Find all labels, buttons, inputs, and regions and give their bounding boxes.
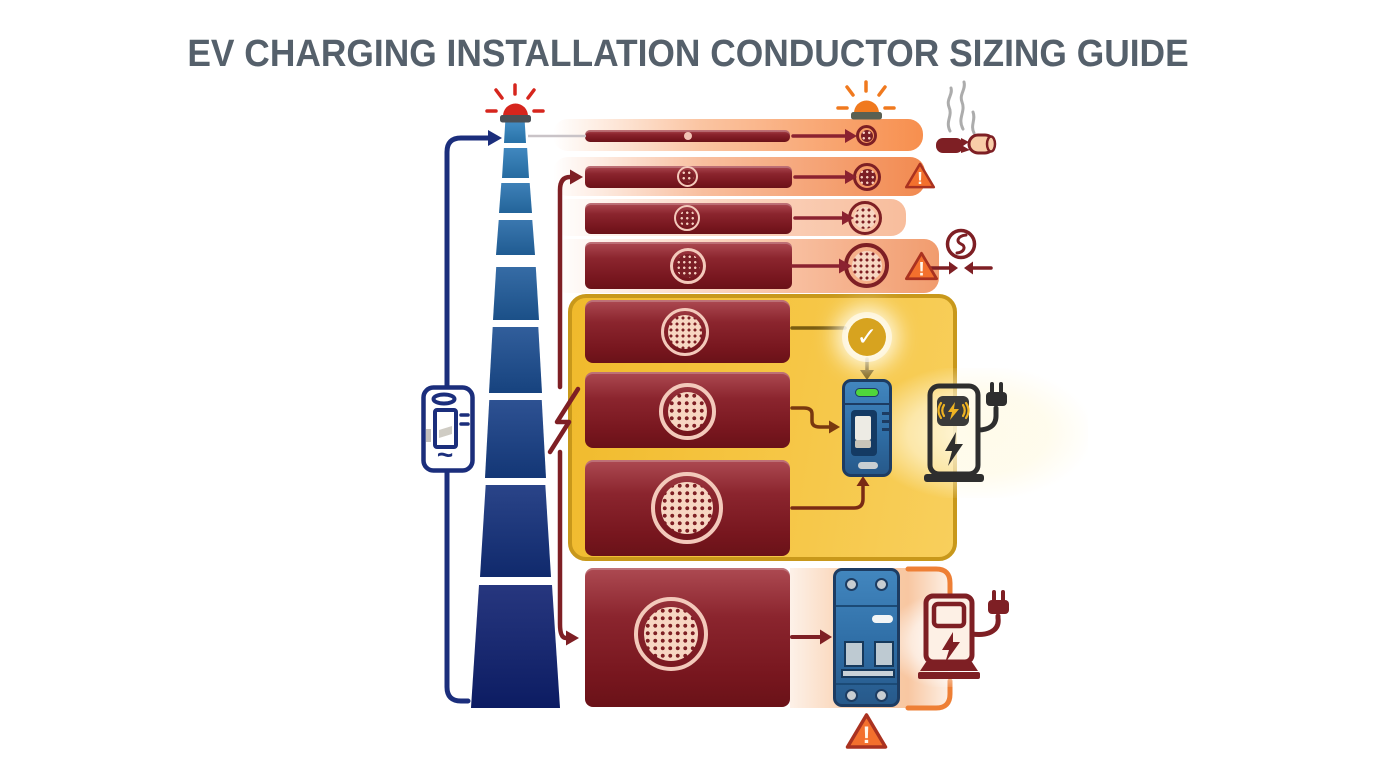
pylon-segment-8 <box>480 485 551 577</box>
pylon-segment-4 <box>496 220 535 255</box>
breaker-dash <box>882 412 890 415</box>
burnt-cable-icon <box>936 133 997 155</box>
breaker-toggle-handle <box>855 416 871 440</box>
warning-glyph: ! <box>917 168 923 188</box>
pylon-segment-5 <box>493 267 539 320</box>
voltage-drop-icon <box>945 228 977 260</box>
breaker-screw-icon <box>845 689 858 702</box>
pylon-segment-2 <box>502 148 529 178</box>
conductor-xsec-result-3 <box>848 201 882 235</box>
conductor-xsec-result-1 <box>856 125 877 146</box>
breaker-toggle <box>851 410 877 456</box>
warning-triangle-row2: ! <box>904 162 936 189</box>
pylon-segment-6 <box>489 327 542 393</box>
warning-triangle-row4: ! <box>904 251 939 281</box>
breaker-dash <box>882 420 890 423</box>
warning-glyph: ! <box>863 722 871 749</box>
conductor-xsec-bar-2 <box>677 166 698 187</box>
ev-charger-wallbox-icon <box>924 382 1007 482</box>
warning-glyph: ! <box>918 260 924 281</box>
oversized-arrow <box>790 629 832 645</box>
breaker-divider <box>836 683 897 685</box>
supply-meter-icon: ~ <box>421 385 475 473</box>
breaker-screw-icon <box>875 689 888 702</box>
breaker-divider <box>845 403 889 405</box>
breaker-screw-icon <box>845 578 858 591</box>
warning-triangle-bottom: ! <box>845 713 888 749</box>
feed-line <box>547 169 583 646</box>
lightning-bolt-icon <box>547 386 581 455</box>
red-siren-icon <box>485 83 545 123</box>
breaker-led-icon <box>855 388 879 397</box>
oversized-zone-border <box>905 566 953 711</box>
breaker-divider <box>836 605 897 607</box>
breaker-terminal <box>844 641 864 667</box>
row-arrows <box>790 129 857 274</box>
conductor-xsec-bar-7 <box>651 472 723 544</box>
breaker-terminal-bar <box>841 669 895 678</box>
pylon-segment-9 <box>471 585 560 708</box>
pylon-segment-1 <box>504 121 526 143</box>
conductor-xsec-bar-6 <box>659 383 716 440</box>
pylon-segment-7 <box>485 400 546 478</box>
check-icon: ✓ <box>856 323 878 351</box>
orange-siren-icon <box>836 80 896 120</box>
breaker-pill <box>858 462 878 469</box>
pylon-segment-3 <box>499 183 532 213</box>
breaker-led-icon <box>872 615 893 623</box>
smoke-icon <box>946 80 976 135</box>
breaker-toggle-shade <box>855 440 871 448</box>
main-breaker <box>833 568 900 707</box>
conductor-xsec-bar-5 <box>661 308 709 356</box>
breaker-dash <box>882 428 890 431</box>
page-title: EV CHARGING INSTALLATION CONDUCTOR SIZIN… <box>187 33 1189 75</box>
compression-arrows-icon <box>929 261 993 275</box>
conductor-xsec-bar-4 <box>670 248 706 284</box>
ev-charging-station-icon <box>918 590 1009 679</box>
conductor-xsec-bar-8 <box>634 597 708 671</box>
check-badge: ✓ <box>848 318 886 356</box>
breaker-screw-icon <box>875 578 888 591</box>
recommended-connectors <box>790 326 874 510</box>
conductor-dot-1 <box>684 132 692 140</box>
breaker-terminal <box>874 641 894 667</box>
ac-wave-glyph: ~ <box>437 439 453 470</box>
rcd-breaker <box>842 379 892 477</box>
conductor-xsec-bar-3 <box>674 205 700 231</box>
